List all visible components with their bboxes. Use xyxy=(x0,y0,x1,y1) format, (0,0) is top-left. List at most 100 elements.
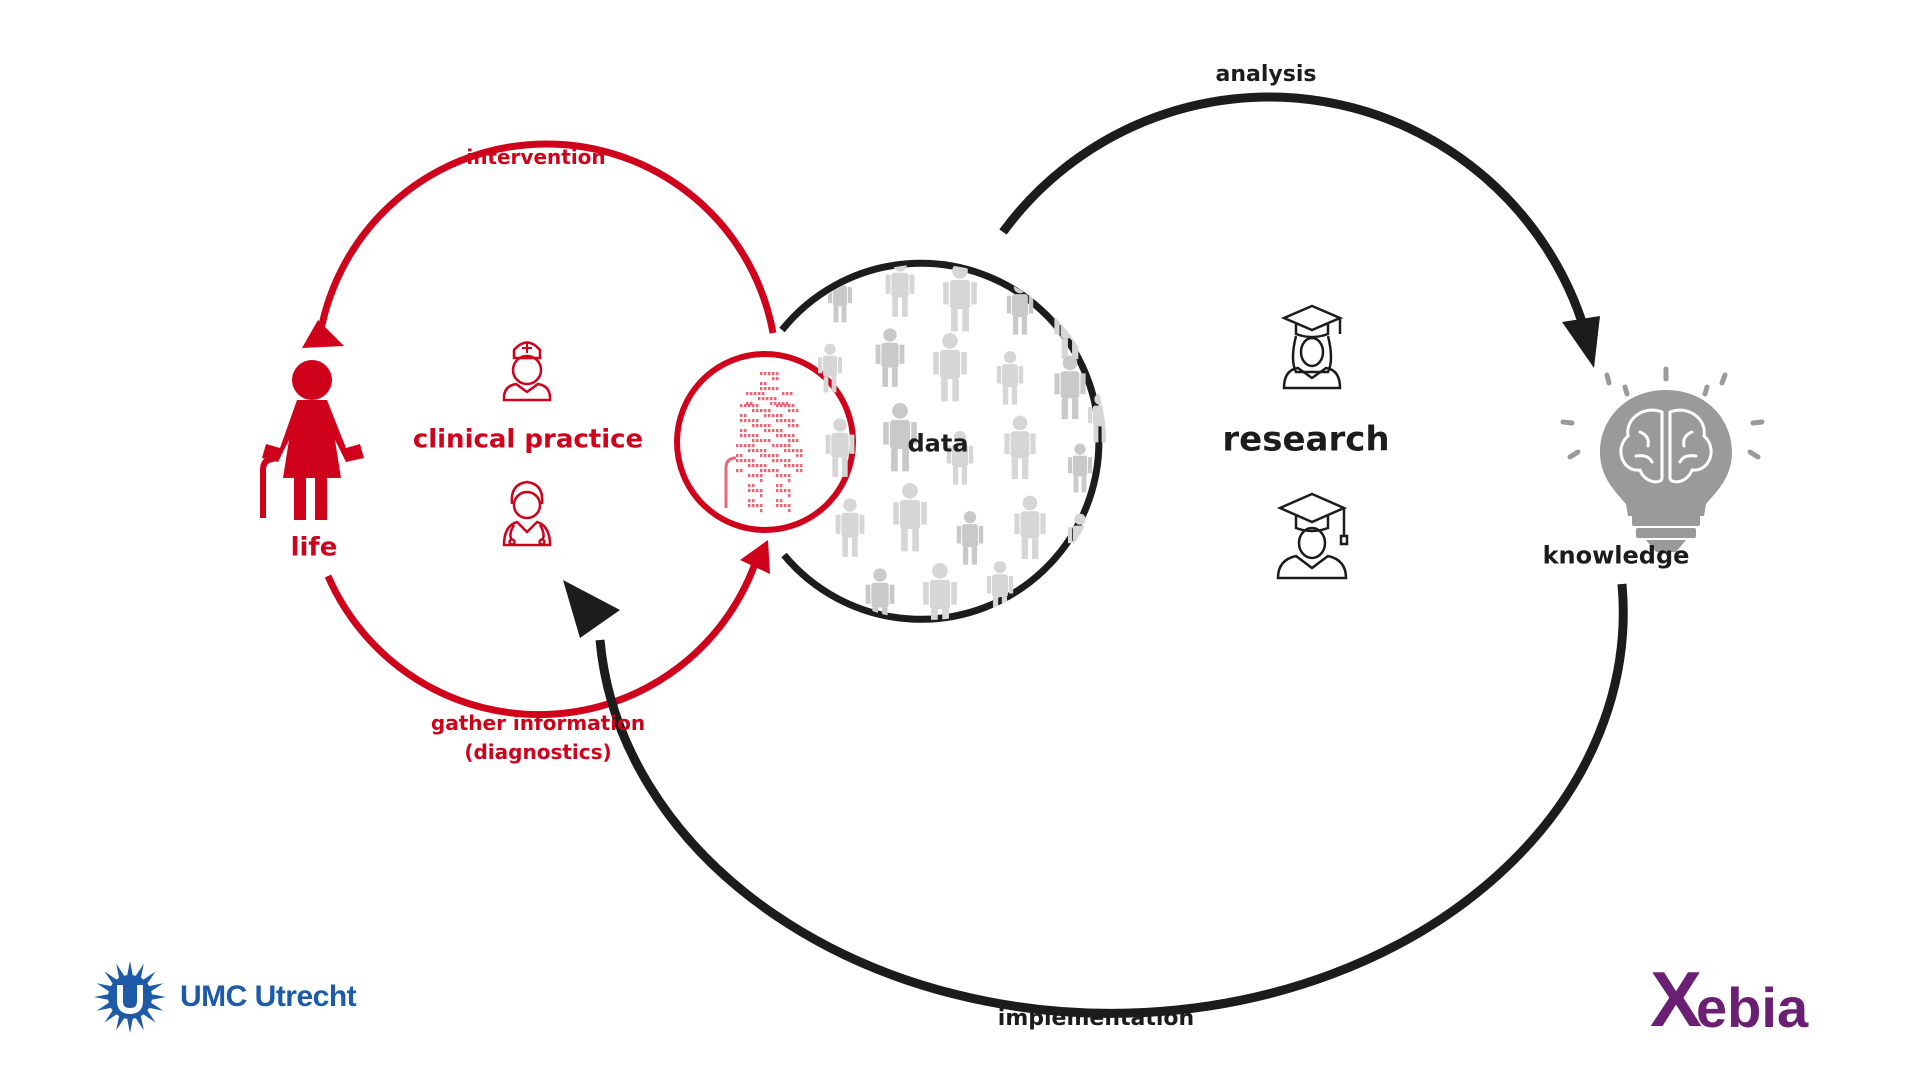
binary-digit xyxy=(760,509,763,513)
binary-digit xyxy=(780,474,783,478)
crowd-person xyxy=(996,350,1024,405)
analysis-label: analysis xyxy=(1215,61,1317,87)
binary-digit xyxy=(748,464,751,468)
binary-digit xyxy=(762,392,765,396)
implementation-arrowhead xyxy=(563,580,620,638)
umc-utrecht-name: UMC Utrecht xyxy=(180,980,357,1013)
cane-line xyxy=(724,456,737,508)
binary-digit xyxy=(776,474,779,478)
binary-digit xyxy=(736,469,739,473)
binary-digit xyxy=(784,474,787,478)
binary-digit xyxy=(800,464,803,468)
crowd-person xyxy=(825,418,855,477)
binary-digit xyxy=(788,419,791,423)
binary-digit xyxy=(776,404,779,408)
binary-digit xyxy=(760,469,763,473)
binary-digit xyxy=(764,409,767,413)
binary-digit xyxy=(756,419,759,423)
binary-digit xyxy=(786,392,789,396)
binary-digit xyxy=(780,499,783,503)
binary-digit xyxy=(784,434,787,438)
binary-digit xyxy=(756,409,759,413)
binary-digit xyxy=(788,474,791,478)
gather-information-label: gather information xyxy=(430,711,646,735)
crowd-person xyxy=(883,403,917,472)
binary-digit xyxy=(740,434,743,438)
binary-digit xyxy=(752,459,755,463)
binary-digit xyxy=(744,444,747,448)
umc-utrecht-logo xyxy=(94,961,166,1033)
binary-digit xyxy=(772,414,775,418)
binary-digit xyxy=(796,409,799,413)
elderly-woman-cane-icon xyxy=(260,360,364,520)
binary-digit xyxy=(788,409,791,413)
binary-digit xyxy=(760,474,763,478)
binary-digit xyxy=(768,469,771,473)
binary-digit xyxy=(780,404,783,408)
umc-utrecht-brand: UMC Utrecht xyxy=(180,962,357,1032)
binary-digit xyxy=(748,444,751,448)
binary-digit xyxy=(776,469,779,473)
binary-digit xyxy=(740,454,743,458)
binary-digit xyxy=(740,429,743,433)
binary-digit xyxy=(752,444,755,448)
crowd-person xyxy=(1004,415,1036,480)
binary-digit xyxy=(776,377,779,381)
sun-ray xyxy=(147,983,164,993)
binary-digit xyxy=(792,434,795,438)
binary-digit xyxy=(796,449,799,453)
binary-digit xyxy=(780,489,783,493)
sun-ray xyxy=(96,983,113,993)
binary-digit xyxy=(752,434,755,438)
diagnostics-arc xyxy=(324,553,762,719)
crowd-person xyxy=(1068,513,1092,563)
binary-digit xyxy=(764,414,767,418)
binary-digit xyxy=(736,454,739,458)
research-cycle xyxy=(563,92,1628,1018)
binary-digit xyxy=(744,429,747,433)
binary-digit xyxy=(786,402,789,406)
binary-digit xyxy=(784,449,787,453)
binary-digit xyxy=(768,454,771,458)
sun-ray xyxy=(94,993,111,1001)
binary-digit xyxy=(770,402,773,406)
binary-digit xyxy=(748,499,751,503)
binary-digit xyxy=(740,469,743,473)
binary-digit xyxy=(772,372,775,376)
binary-digit xyxy=(764,424,767,428)
intervention-arc xyxy=(316,140,777,336)
binary-digit xyxy=(756,439,759,443)
binary-digit xyxy=(776,504,779,508)
binary-digit xyxy=(758,392,761,396)
binary-digit xyxy=(788,494,791,498)
binary-digit xyxy=(780,444,783,448)
binary-digit xyxy=(750,402,753,406)
sun-ray xyxy=(126,961,134,978)
binary-digit xyxy=(748,459,751,463)
binary-digit xyxy=(796,469,799,473)
binary-digit xyxy=(752,404,755,408)
xebia-logo-x: X xyxy=(1650,955,1702,1043)
binary-digit xyxy=(740,444,743,448)
data-label: data xyxy=(907,429,969,458)
crowd-person xyxy=(835,498,865,557)
binary-digit xyxy=(796,454,799,458)
research-label: research xyxy=(1222,419,1390,460)
binary-digit xyxy=(776,499,779,503)
binary-digit xyxy=(788,459,791,463)
graduate-woman-icon xyxy=(1280,304,1344,390)
crowd-person xyxy=(1054,355,1086,420)
binary-digit xyxy=(768,439,771,443)
nurse-icon xyxy=(502,341,552,402)
binary-digit xyxy=(796,439,799,443)
binary-digit xyxy=(764,454,767,458)
binary-digit xyxy=(748,419,751,423)
binary-digit xyxy=(764,429,767,433)
binary-digit xyxy=(800,449,803,453)
binary-digit xyxy=(764,469,767,473)
implementation-label: implementation xyxy=(997,1005,1195,1031)
sun-ray xyxy=(116,1014,126,1031)
diagnostics-label: (diagnostics) xyxy=(464,740,612,764)
binary-digit xyxy=(744,414,747,418)
binary-digit xyxy=(774,402,777,406)
